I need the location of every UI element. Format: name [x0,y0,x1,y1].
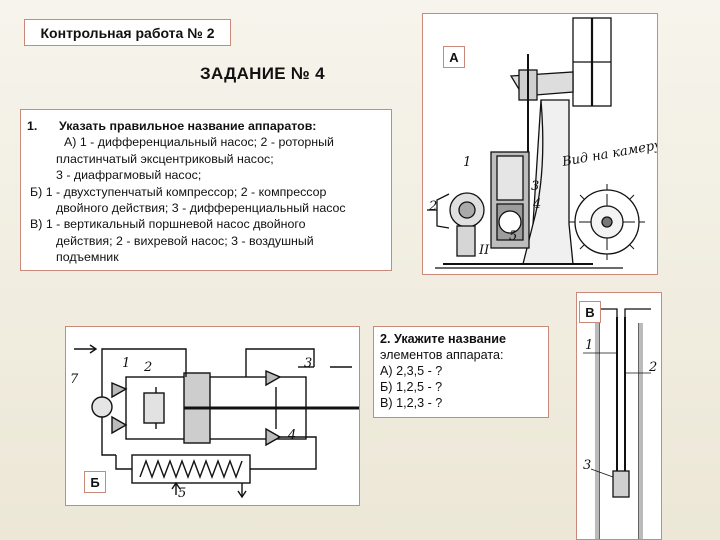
figure-a-number: 3 [531,179,539,194]
title-box: Контрольная работа № 2 [24,19,231,46]
figure-v-number: 2 [648,360,657,375]
question-1-line: двойного действия; 3 - дифференциальный … [56,201,346,216]
question-1-line: В) 1 - вертикальный поршневой насос двой… [30,217,306,232]
figure-a-number: II [478,243,490,258]
question-1-line: А) 1 - дифференциальный насос; 2 - ротор… [64,135,334,150]
question-2-option: А) 2,3,5 - ? [380,364,443,378]
question-1-prompt: Указать правильное название аппаратов: [59,119,317,133]
figure-b-number: 1 [122,356,130,371]
figure-b-number: 7 [70,372,79,387]
page-title: Контрольная работа № 2 [40,24,215,41]
figure-a-number: 5 [509,229,517,244]
figure-v-panel: 1 2 3 В [576,292,662,540]
figure-a-caption: Вид на камеру и [560,136,658,171]
figure-b-tag: Б [84,471,106,493]
figure-v-number: 3 [583,458,591,473]
figure-a-number: 4 [532,197,541,212]
question-1-number: 1. [27,119,38,133]
figure-b-number: 3 [304,356,312,371]
question-1-line: Б) 1 - двухступенчатый компрессор; 2 - к… [30,184,327,199]
figure-b-number: 2 [143,360,152,375]
figure-b-number: 5 [178,486,186,501]
question-1-box: 1. Указать правильное название аппаратов:… [20,109,392,271]
figure-v-drawing: 1 2 3 [583,308,657,539]
question-1-prompt-line: 1. Указать правильное название аппаратов: [27,118,385,134]
question-1-line: пластинчатый эксцентриковый насос; [56,151,274,166]
figure-v-number: 1 [585,338,593,353]
question-2-option: Б) 1,2,5 - ? [380,380,443,394]
question-2-subtitle: элементов аппарата: [380,348,504,362]
question-2-title: 2. Укажите название [380,332,506,346]
question-1-line: 3 - диафрагмовый насос; [56,168,202,183]
figure-v-tag: В [579,301,601,323]
figure-b-drawing: 1 2 3 4 5 7 [70,344,359,501]
question-2-option: В) 1,2,3 - ? [380,396,443,410]
question-1-line: действия; 2 - вихревой насос; 3 - воздуш… [56,233,314,248]
figure-a-number: 1 [463,155,471,170]
figure-a-panel: Вид на камеру и 1 2 3 4 5 II А [422,13,658,275]
figure-b-panel: 1 2 3 4 5 7 Б [65,326,360,506]
question-1-line: подъемник [56,250,119,265]
figure-a-number: 2 [428,199,437,214]
figure-b-number: 4 [287,428,296,443]
task-heading: ЗАДАНИЕ № 4 [200,64,325,83]
figure-a-tag: А [443,46,465,68]
figure-a-drawing: Вид на камеру и 1 2 3 4 5 II [427,17,658,269]
question-2-box: 2. Укажите название элементов аппарата: … [373,326,549,418]
